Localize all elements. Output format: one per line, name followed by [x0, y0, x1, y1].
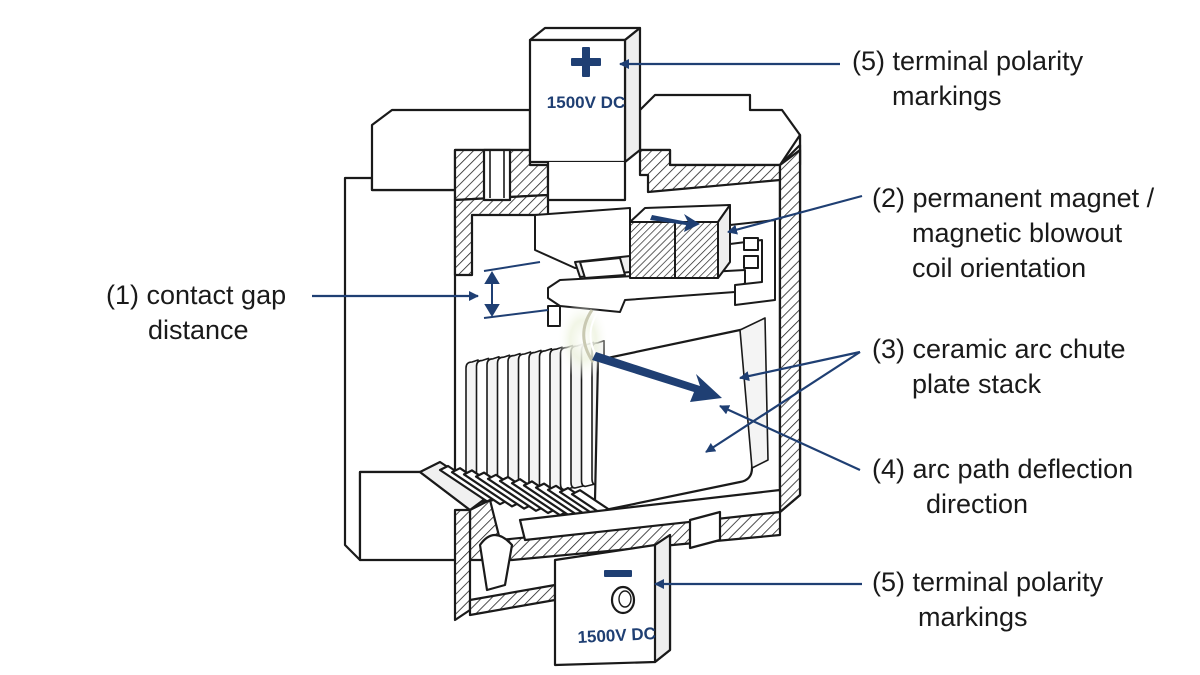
callout-permanent-magnet: (2) permanent magnet / magnetic blowout … — [872, 181, 1154, 286]
housing — [343, 93, 802, 562]
callout-contact-gap-line1: (1) contact gap — [106, 280, 287, 310]
negative-terminal-rating: 1500V DC — [577, 624, 656, 647]
callout-magnet-line2: magnetic blowout — [912, 218, 1123, 248]
permanent-magnet — [629, 204, 731, 279]
callout-terminal-bottom-line1: (5) terminal polarity — [872, 567, 1104, 597]
callout-magnet-line1: (2) permanent magnet / — [872, 183, 1155, 213]
callout-arc-path: (4) arc path deflection direction — [872, 452, 1133, 522]
leader-arc-chute-b — [705, 351, 861, 453]
callout-terminal-top-line2: markings — [892, 81, 1002, 111]
callout-arc-path-line1: (4) arc path deflection — [872, 454, 1134, 484]
arc — [557, 300, 722, 402]
callout-arc-path-line2: direction — [926, 489, 1029, 519]
leader-magnet — [727, 194, 863, 235]
callout-arc-chute-line1: (3) ceramic arc chute — [872, 334, 1126, 364]
terminal-bolt-hole — [610, 585, 636, 615]
gap-dimension-icon — [483, 261, 549, 319]
lower-housing — [358, 460, 782, 622]
callout-terminal-bottom-line2: markings — [918, 602, 1028, 632]
callout-contact-gap: (1) contact gap distance — [106, 278, 286, 348]
plus-polarity-icon — [571, 47, 601, 77]
positive-terminal-rating: 1500V DC — [547, 93, 625, 112]
positive-terminal: 1500V DC — [528, 26, 642, 202]
callout-terminal-polarity-bottom: (5) terminal polarity markings — [872, 565, 1103, 635]
leader-arc-chute-a — [739, 350, 861, 381]
leader-lines — [312, 59, 863, 589]
front-ceramic-plate — [593, 328, 756, 512]
coil-bracket — [729, 219, 776, 306]
magnet-direction-arrow-icon — [650, 214, 700, 232]
arc-deflection-arrow-icon — [592, 352, 722, 402]
callout-terminal-top-line1: (5) terminal polarity — [852, 46, 1084, 76]
callout-arc-chute-line2: plate stack — [912, 369, 1042, 399]
callout-magnet-line3: coil orientation — [912, 253, 1087, 283]
right-wall-section — [778, 148, 802, 514]
negative-terminal: 1500V DC — [553, 533, 672, 667]
callout-contact-gap-line2: distance — [148, 315, 249, 345]
callout-terminal-polarity-top: (5) terminal polarity markings — [852, 44, 1083, 114]
leader-arc-path — [719, 404, 861, 472]
minus-polarity-icon — [604, 570, 632, 577]
callout-arc-chute: (3) ceramic arc chute plate stack — [872, 332, 1126, 402]
